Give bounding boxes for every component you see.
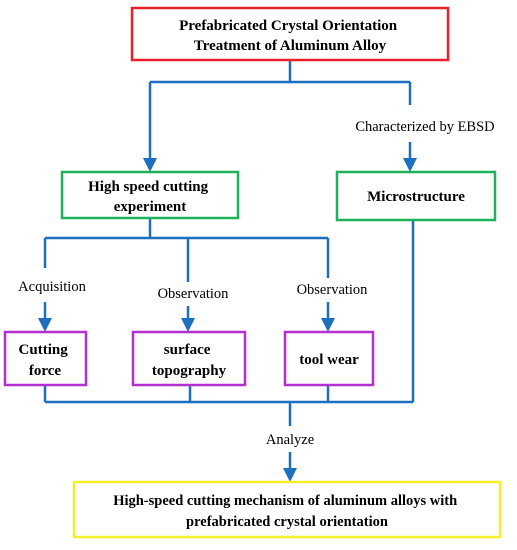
node-surface-line-1: surface [164, 342, 211, 358]
node-hsc-box [60, 170, 240, 220]
node-micro-box [335, 170, 497, 222]
node-surface-text: surface topography [152, 342, 227, 379]
arrow-micro [403, 158, 417, 172]
arrowheads [38, 158, 417, 482]
node-force-box [3, 330, 88, 387]
node-tool-box [283, 330, 375, 387]
node-force-text: Cutting force [19, 342, 72, 379]
arrow-result [283, 468, 297, 482]
node-tool-line-1: tool wear [299, 352, 359, 368]
node-result-box [72, 480, 502, 539]
arrow-tool [321, 318, 335, 332]
node-micro-text: Microstructure [367, 189, 465, 205]
node-tool-text: tool wear [299, 352, 359, 368]
node-top-line-2: Treatment of Aluminum Alloy [194, 38, 387, 54]
node-top-box [130, 6, 450, 62]
node-top-line-1: Prefabricated Crystal Orientation [179, 18, 398, 34]
node-force-line-2: force [29, 363, 62, 379]
node-top-text: Prefabricated Crystal Orientation Treatm… [179, 18, 401, 54]
node-result-line-1: High-speed cutting mechanism of aluminum… [113, 493, 457, 509]
connectors [43, 60, 415, 468]
arrow-force [38, 318, 52, 332]
edge-label-acquisition: Acquisition [18, 279, 86, 295]
node-surface-box [131, 330, 247, 387]
node-hsc-text: High speed cutting experiment [88, 179, 212, 215]
arrow-hsc [143, 158, 157, 172]
edge-label-ebsd: Characterized by EBSD [355, 119, 494, 135]
edge-label-observation-2: Observation [297, 282, 369, 298]
edge-label-analyze: Analyze [266, 432, 314, 448]
node-hsc-line-2: experiment [114, 199, 186, 215]
node-result-line-2: prefabricated crystal orientation [186, 514, 388, 530]
node-force-line-1: Cutting [19, 342, 69, 358]
node-surface-line-2: topography [152, 363, 227, 379]
edge-label-observation-1: Observation [158, 286, 230, 302]
node-micro-line-1: Microstructure [367, 189, 465, 205]
arrow-surface [181, 318, 195, 332]
node-hsc-line-1: High speed cutting [88, 179, 209, 195]
node-result-text: High-speed cutting mechanism of aluminum… [113, 493, 461, 530]
